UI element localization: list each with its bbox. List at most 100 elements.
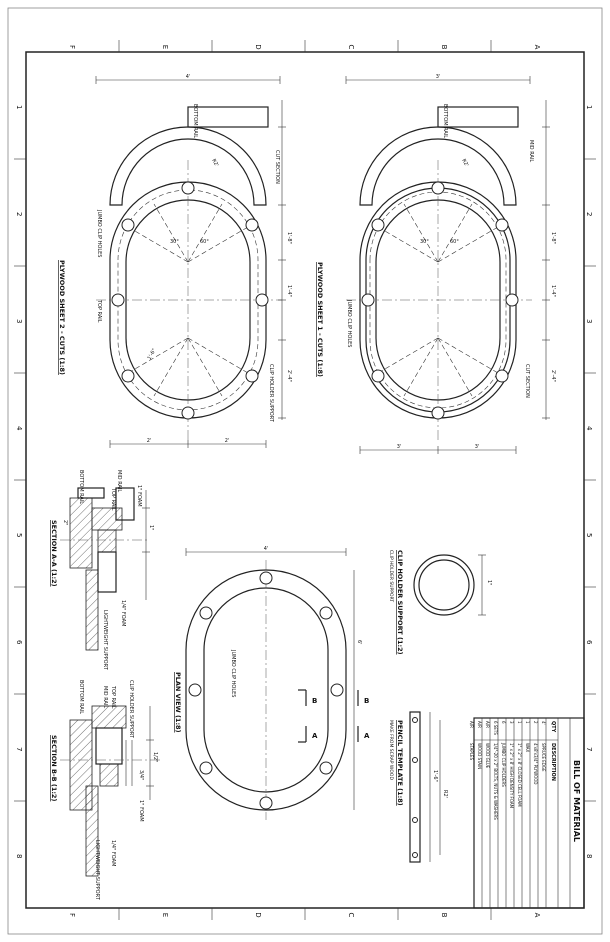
zone-row-label-left: 8 — [15, 854, 23, 858]
dim-small: 1" — [486, 580, 492, 585]
plywood-sheet-1-view: 3' 3' 3' 1'-8" 1'-4" 2'-4" 30° 60° R2' B… — [316, 74, 556, 454]
zone-row-label-left: 1 — [15, 105, 23, 109]
note-clip-holder: CLIP HOLDER SUPPORT — [128, 680, 134, 739]
dim-small: 3/4" — [138, 770, 144, 780]
zone-markers: F E D C B A F E D C B A 1 2 3 4 5 6 7 8 … — [14, 40, 596, 920]
plywood-sheet-2-title: PLYWOOD SHEET 2 - CUTS (1:8) — [58, 260, 66, 375]
zone-row-label-left: 7 — [15, 747, 23, 751]
bolt-hole-icon — [319, 606, 333, 620]
note-jumbo-clip: JUMBO CLIP HOLES — [96, 209, 102, 258]
bolt-hole-icon — [371, 369, 385, 383]
dim-height: 1'-8" — [286, 232, 292, 244]
dim-half-width: 2' — [225, 438, 230, 444]
zone-col-label-top: C — [347, 45, 355, 50]
bom-title: BILL OF MATERIAL — [572, 760, 581, 842]
note-mid-rail: MID RAIL — [116, 470, 122, 492]
sheet-1-height-ticks — [542, 126, 550, 419]
note-lightweight: LIGHTWEIGHT SUPPORT — [102, 610, 108, 671]
bolt-hole-icon — [245, 218, 259, 232]
outer-ring — [109, 181, 267, 419]
bom-qty: 6 — [501, 721, 506, 724]
bom-qty: 6 SETS — [493, 721, 498, 735]
half-ring-cut — [359, 126, 517, 206]
bom-qty: 1 — [517, 721, 522, 724]
note-bottom-rail: BOTTOM RAIL — [442, 104, 448, 138]
dim-half-width: 3' — [475, 444, 480, 450]
bom-row-dividers — [481, 718, 547, 908]
dim-half-width: 2' — [147, 438, 152, 444]
note-jumbo-clip: JUMBO CLIP HOLES — [230, 649, 236, 698]
note-cut-section: CUT SECTION — [524, 364, 530, 398]
dim-radius: R2' — [210, 158, 219, 168]
zone-row-label-right: 3 — [585, 319, 593, 323]
bolt-holes-plan — [188, 571, 344, 810]
section-label-b: B — [364, 697, 369, 705]
dim-angle: 60° — [200, 239, 209, 245]
bolt-hole-icon — [431, 181, 445, 195]
bolt-hole-icon — [255, 293, 269, 307]
note-lightweight: LIGHTWEIGHT SUPPORT — [94, 840, 100, 901]
section-label-a: A — [312, 732, 318, 740]
sheet-2-height-ticks — [278, 126, 286, 419]
pencil-template-note: MAKE FROM SCRAP WOOD — [388, 720, 394, 780]
zone-col-label-bottom: B — [440, 913, 448, 918]
bom-qty: A/R — [485, 721, 490, 728]
dim-radius: 1'-6" — [147, 348, 158, 361]
bolt-hole-icon — [121, 369, 135, 383]
rail-strip-cut — [187, 106, 269, 128]
note-top-rail: TOP RAIL — [110, 487, 116, 511]
bolt-hole-icon — [361, 293, 375, 307]
bom-desc: WOOD GLUE — [485, 743, 490, 769]
bolt-hole-icon — [259, 571, 273, 585]
bolt-hole-icon — [330, 683, 344, 697]
radial-lines-sheet-2 — [127, 203, 249, 397]
bom-desc: JUMBO CLIP HOLDERS — [501, 742, 506, 787]
clip-holder-support-view: 1" CLIP HOLDER SUPPORT (1:2) CLIP HOLDER… — [388, 550, 492, 655]
ring-dashed — [369, 191, 507, 409]
bom-qty: 4' — [541, 721, 546, 725]
bom-desc: 1" x 2" x 8' HIGH DENSITY FOAM — [509, 743, 514, 809]
zone-row-label-left: 6 — [15, 640, 23, 645]
bom-desc: 4'x8'x3/4" PLYWOOD — [533, 743, 538, 784]
note-bottom-rail: BOTTOM RAIL — [192, 104, 198, 138]
bolt-hole-icon — [188, 683, 202, 697]
bolt-hole-icon — [181, 406, 195, 420]
note-foam: 1" FOAM — [136, 485, 142, 507]
dim-template: 1'-6" — [432, 770, 438, 782]
zone-col-label-top: D — [254, 44, 262, 49]
bom-qty: 3 — [509, 721, 514, 724]
dim-angle: 60° — [450, 239, 459, 245]
bom-desc: WOOD STAIN — [477, 743, 482, 769]
dim-overall-length: 6' — [356, 640, 362, 645]
bom-desc: 1/4"-20 x 2" BOLTS, NUTS & WASHERS — [493, 743, 498, 820]
plan-view-title: PLAN VIEW (1:8) — [174, 672, 182, 733]
plywood-sheet-2-view: 2' 2' 4' 1'-8" 1'-4" 2'-4" 30° 60° R2' 1… — [58, 74, 292, 448]
zone-col-label-top: A — [533, 45, 541, 50]
zone-col-label-bottom: E — [161, 913, 169, 917]
zone-row-label-right: 5 — [585, 533, 593, 537]
outer-ring — [359, 181, 517, 419]
dim-height: 2'-4" — [550, 370, 556, 382]
section-marker-b: B B — [298, 689, 369, 706]
plan-view: B B A A 4' 6' JUMBO CLIP HOLES PLAN VIEW… — [174, 546, 370, 820]
zone-col-label-top: B — [440, 45, 448, 50]
zone-row-label-left: 4 — [15, 426, 23, 431]
note-foam: 1" FOAM — [138, 800, 144, 822]
plan-outer-ring — [185, 569, 347, 811]
note-mid-rail: MID RAIL — [102, 686, 108, 708]
dim-half-width: 3' — [397, 444, 402, 450]
bolt-hole-icon — [259, 796, 273, 810]
bolt-hole-icon — [495, 218, 509, 232]
bom-desc: 1" x 2" x 8' CLOSED CELL FOAM — [517, 743, 522, 807]
bom-header-description: DESCRIPTION — [550, 743, 556, 781]
clip-holder-outer — [413, 554, 475, 616]
bolt-hole-icon — [505, 293, 519, 307]
bolt-hole-icon — [199, 761, 213, 775]
note-top-rail: TOP RAIL — [110, 685, 116, 709]
dim-height: 1'-4" — [550, 285, 556, 297]
note-clip-holder: CLIP HOLDER SUPPORT — [268, 364, 274, 423]
plan-inner-ring — [203, 587, 329, 793]
zone-col-label-bottom: F — [68, 913, 76, 917]
note-bottom-rail: BOTTOM RAIL — [78, 680, 84, 714]
